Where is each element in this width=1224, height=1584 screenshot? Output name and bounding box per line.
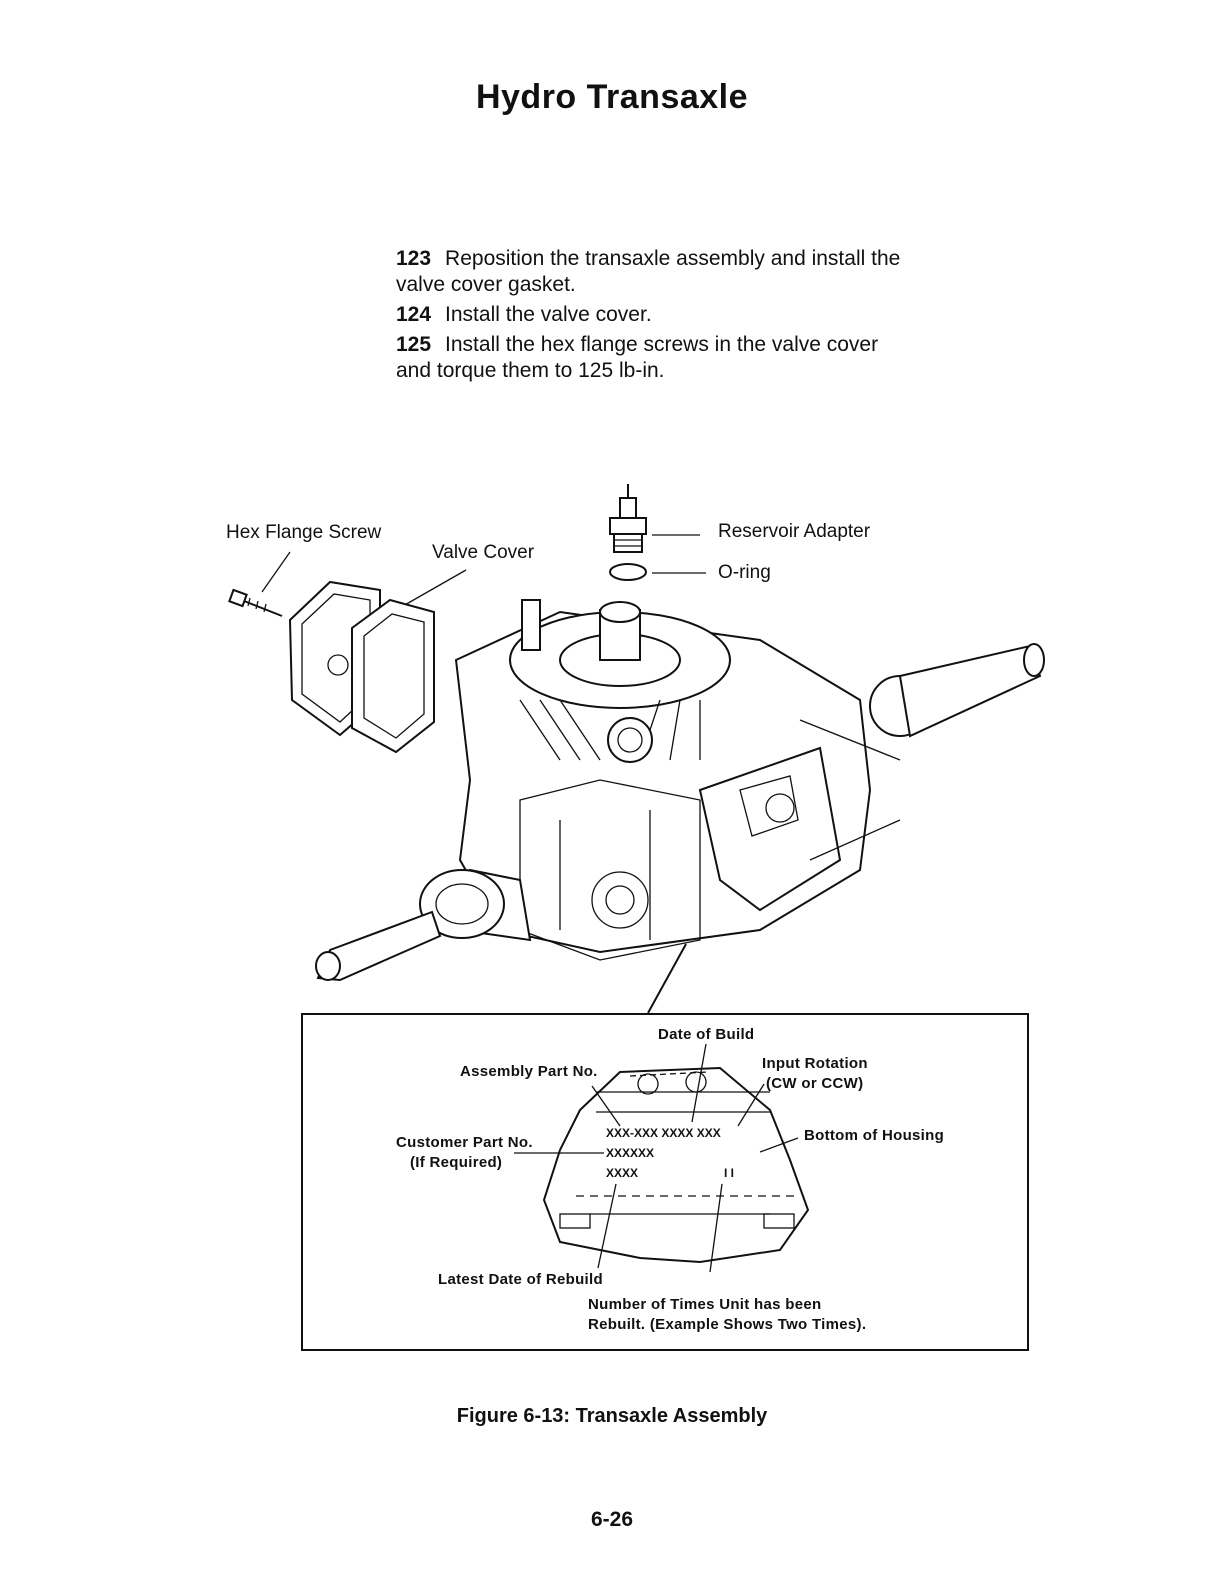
times-rebuilt-label: Number of Times Unit has been — [588, 1296, 822, 1313]
valve-cover-label: Valve Cover — [432, 542, 535, 563]
housing-bottom-detail-icon — [514, 1043, 810, 1273]
hex-screw-leader — [261, 551, 291, 593]
hex-flange-screw-icon — [228, 588, 283, 617]
step-number: 125 — [396, 333, 432, 356]
step-text: Reposition the transaxle assembly and in… — [396, 247, 901, 296]
date-of-build-label: Date of Build — [658, 1026, 755, 1043]
latest-date-of-rebuild-label: Latest Date of Rebuild — [438, 1271, 603, 1288]
input-rotation-sub-label: (CW or CCW) — [766, 1075, 864, 1092]
input-rotation-label: Input Rotation — [762, 1055, 868, 1072]
step-text: Install the hex flange screws in the val… — [396, 333, 879, 382]
rebuild-count-marks: I I — [724, 1166, 735, 1180]
stamp-line-3: XXXX — [606, 1166, 639, 1180]
detail-pointer-line — [647, 943, 687, 1014]
stamp-line-1: XXX-XXX XXXX XXX — [606, 1126, 721, 1140]
valve-cover-leader — [395, 569, 467, 611]
o-ring-label: O-ring — [718, 562, 771, 583]
times-rebuilt-sub-label: Rebuilt. (Example Shows Two Times). — [588, 1316, 867, 1333]
o-ring-icon — [609, 563, 647, 581]
assembly-part-no-label: Assembly Part No. — [460, 1063, 598, 1080]
left-axle-icon — [315, 868, 532, 982]
bottom-of-housing-label: Bottom of Housing — [804, 1127, 945, 1144]
step-number: 123 — [396, 247, 432, 270]
step-number: 124 — [396, 303, 432, 326]
transaxle-housing-icon — [454, 599, 901, 961]
right-axle-icon — [869, 643, 1045, 738]
reservoir-adapter-label: Reservoir Adapter — [718, 521, 871, 542]
page-number: 6-26 — [590, 1508, 634, 1531]
hex-flange-screw-label: Hex Flange Screw — [226, 522, 382, 543]
reservoir-adapter-icon — [609, 484, 647, 553]
customer-part-no-label: Customer Part No. — [396, 1134, 533, 1151]
page-title: Hydro Transaxle — [475, 78, 749, 116]
valve-cover-gasket-icon — [351, 598, 435, 754]
figure-caption: Figure 6-13: Transaxle Assembly — [456, 1405, 768, 1427]
stamp-line-2: XXXXXX — [606, 1146, 655, 1160]
customer-part-no-sub-label: (If Required) — [410, 1154, 503, 1171]
step-text: Install the valve cover. — [445, 303, 652, 326]
step-124: 124 Install the valve cover. — [396, 302, 916, 328]
housing-detail-box — [301, 1013, 1029, 1351]
